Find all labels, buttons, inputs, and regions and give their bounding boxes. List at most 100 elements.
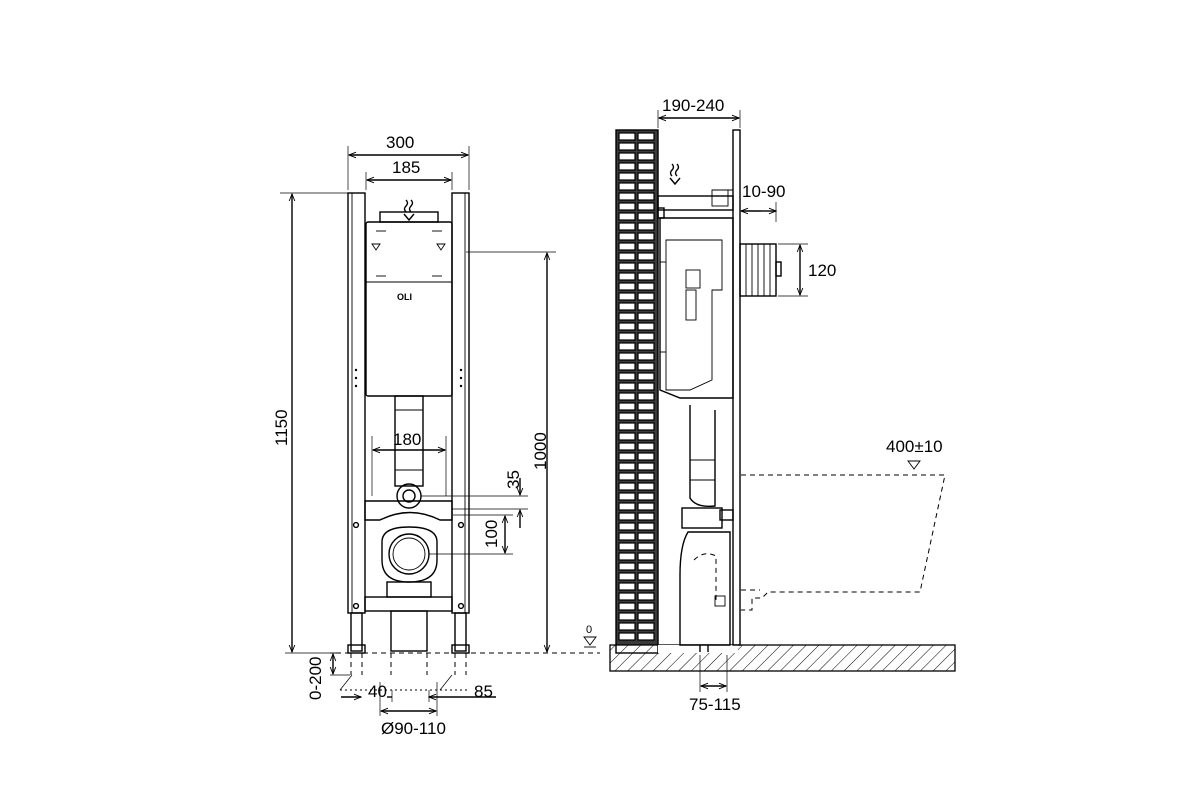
wall-tile bbox=[618, 552, 636, 561]
wall-tile bbox=[637, 162, 655, 171]
wall-tile bbox=[618, 332, 636, 341]
wall-tile bbox=[618, 562, 636, 571]
wall-tile bbox=[618, 572, 636, 581]
label-height-outlet: 1000 bbox=[531, 432, 550, 470]
wall-tile bbox=[637, 332, 655, 341]
seat-height-marker: 400±10 bbox=[886, 437, 943, 470]
wall-tile bbox=[618, 312, 636, 321]
wall-tile bbox=[618, 242, 636, 251]
wall-tile bbox=[618, 172, 636, 181]
dim-100: 100 bbox=[429, 514, 513, 555]
wall-tile bbox=[637, 372, 655, 381]
side-view: 190-240 10-90 120 400±10 75-115 bbox=[609, 96, 956, 714]
wall-tile bbox=[618, 182, 636, 191]
wall-tile bbox=[637, 182, 655, 191]
wall-tile bbox=[637, 462, 655, 471]
wall-tile bbox=[637, 212, 655, 221]
label-wall-gap: 10-90 bbox=[742, 182, 785, 201]
wall-tile bbox=[637, 562, 655, 571]
label-height-total: 1150 bbox=[272, 409, 291, 446]
flush-pipe bbox=[394, 395, 424, 509]
wall bbox=[616, 130, 658, 645]
front-panel bbox=[732, 129, 741, 646]
dim-0-200: 0-200 bbox=[306, 652, 350, 700]
front-view: OLI bbox=[272, 133, 600, 738]
wall-tile bbox=[637, 552, 655, 561]
wall-tile bbox=[637, 582, 655, 591]
wall-tile bbox=[618, 212, 636, 221]
wall-tile bbox=[637, 602, 655, 611]
wall-tile bbox=[637, 592, 655, 601]
wall-tile bbox=[637, 172, 655, 181]
wall-tile bbox=[618, 522, 636, 531]
wall-tile bbox=[618, 422, 636, 431]
wall-tile bbox=[637, 132, 655, 141]
wall-tile bbox=[618, 402, 636, 411]
label-drain-width: 180 bbox=[393, 430, 421, 449]
floor bbox=[609, 644, 956, 672]
cistern-side bbox=[657, 163, 734, 399]
wall-tile bbox=[618, 452, 636, 461]
wall-tile bbox=[637, 502, 655, 511]
wall-tile bbox=[637, 432, 655, 441]
wall-tile bbox=[637, 382, 655, 391]
wall-tile bbox=[637, 452, 655, 461]
label-depth: 190-240 bbox=[662, 96, 724, 115]
wall-tile bbox=[637, 272, 655, 281]
label-leg-adjust: 0-200 bbox=[306, 657, 325, 700]
dim-75-115: 75-115 bbox=[689, 655, 741, 714]
wall-tile bbox=[637, 512, 655, 521]
dim-10-90: 10-90 bbox=[741, 182, 785, 222]
wall-tile bbox=[618, 512, 636, 521]
dim-40: 40 bbox=[341, 682, 393, 702]
wall-tile bbox=[618, 252, 636, 261]
wall-tile bbox=[637, 282, 655, 291]
wall-tile bbox=[637, 342, 655, 351]
wall-tile bbox=[618, 462, 636, 471]
dim-1000: 1000 bbox=[466, 251, 556, 652]
wall-tile bbox=[618, 392, 636, 401]
label-drain-diameter: Ø90-110 bbox=[381, 719, 446, 738]
wall-tile bbox=[637, 442, 655, 451]
dim-190-240: 190-240 bbox=[657, 96, 741, 128]
label-zero-level: 0 bbox=[586, 624, 592, 636]
wall-tile bbox=[637, 262, 655, 271]
wall-tile bbox=[618, 202, 636, 211]
toilet-bowl bbox=[741, 474, 946, 611]
wall-tile bbox=[637, 472, 655, 481]
wall-tile bbox=[637, 292, 655, 301]
wall-tile bbox=[618, 352, 636, 361]
wall-tile bbox=[637, 392, 655, 401]
wall-tile bbox=[637, 352, 655, 361]
dim-35: 35 bbox=[421, 470, 528, 528]
dim-300: 300 bbox=[347, 133, 470, 190]
frame bbox=[347, 192, 470, 675]
wall-tile bbox=[637, 632, 655, 641]
label-offset-100: 100 bbox=[482, 520, 501, 548]
label-leg-offset-right: 85 bbox=[474, 682, 493, 701]
label-width-inner: 185 bbox=[392, 158, 420, 177]
wall-tile bbox=[618, 382, 636, 391]
wall-tile bbox=[618, 262, 636, 271]
wall-tile bbox=[637, 302, 655, 311]
wall-tile bbox=[618, 282, 636, 291]
wall-tile bbox=[637, 142, 655, 151]
wall-tile bbox=[618, 412, 636, 421]
wall-tile bbox=[618, 322, 636, 331]
wall-tile bbox=[618, 542, 636, 551]
dim-120: 120 bbox=[778, 243, 836, 297]
wall-tile bbox=[637, 252, 655, 261]
wall-tile bbox=[637, 322, 655, 331]
cistern: OLI bbox=[365, 199, 453, 397]
zero-level-marker: 0 bbox=[583, 624, 597, 648]
wall-tile bbox=[618, 602, 636, 611]
label-flush-height: 120 bbox=[808, 261, 836, 280]
dim-1150: 1150 bbox=[272, 192, 348, 654]
wall-tile bbox=[637, 572, 655, 581]
wall-tile bbox=[618, 532, 636, 541]
wall-tile bbox=[618, 232, 636, 241]
wall-tile bbox=[637, 242, 655, 251]
wall-tile bbox=[618, 192, 636, 201]
dim-185: 185 bbox=[365, 158, 453, 190]
